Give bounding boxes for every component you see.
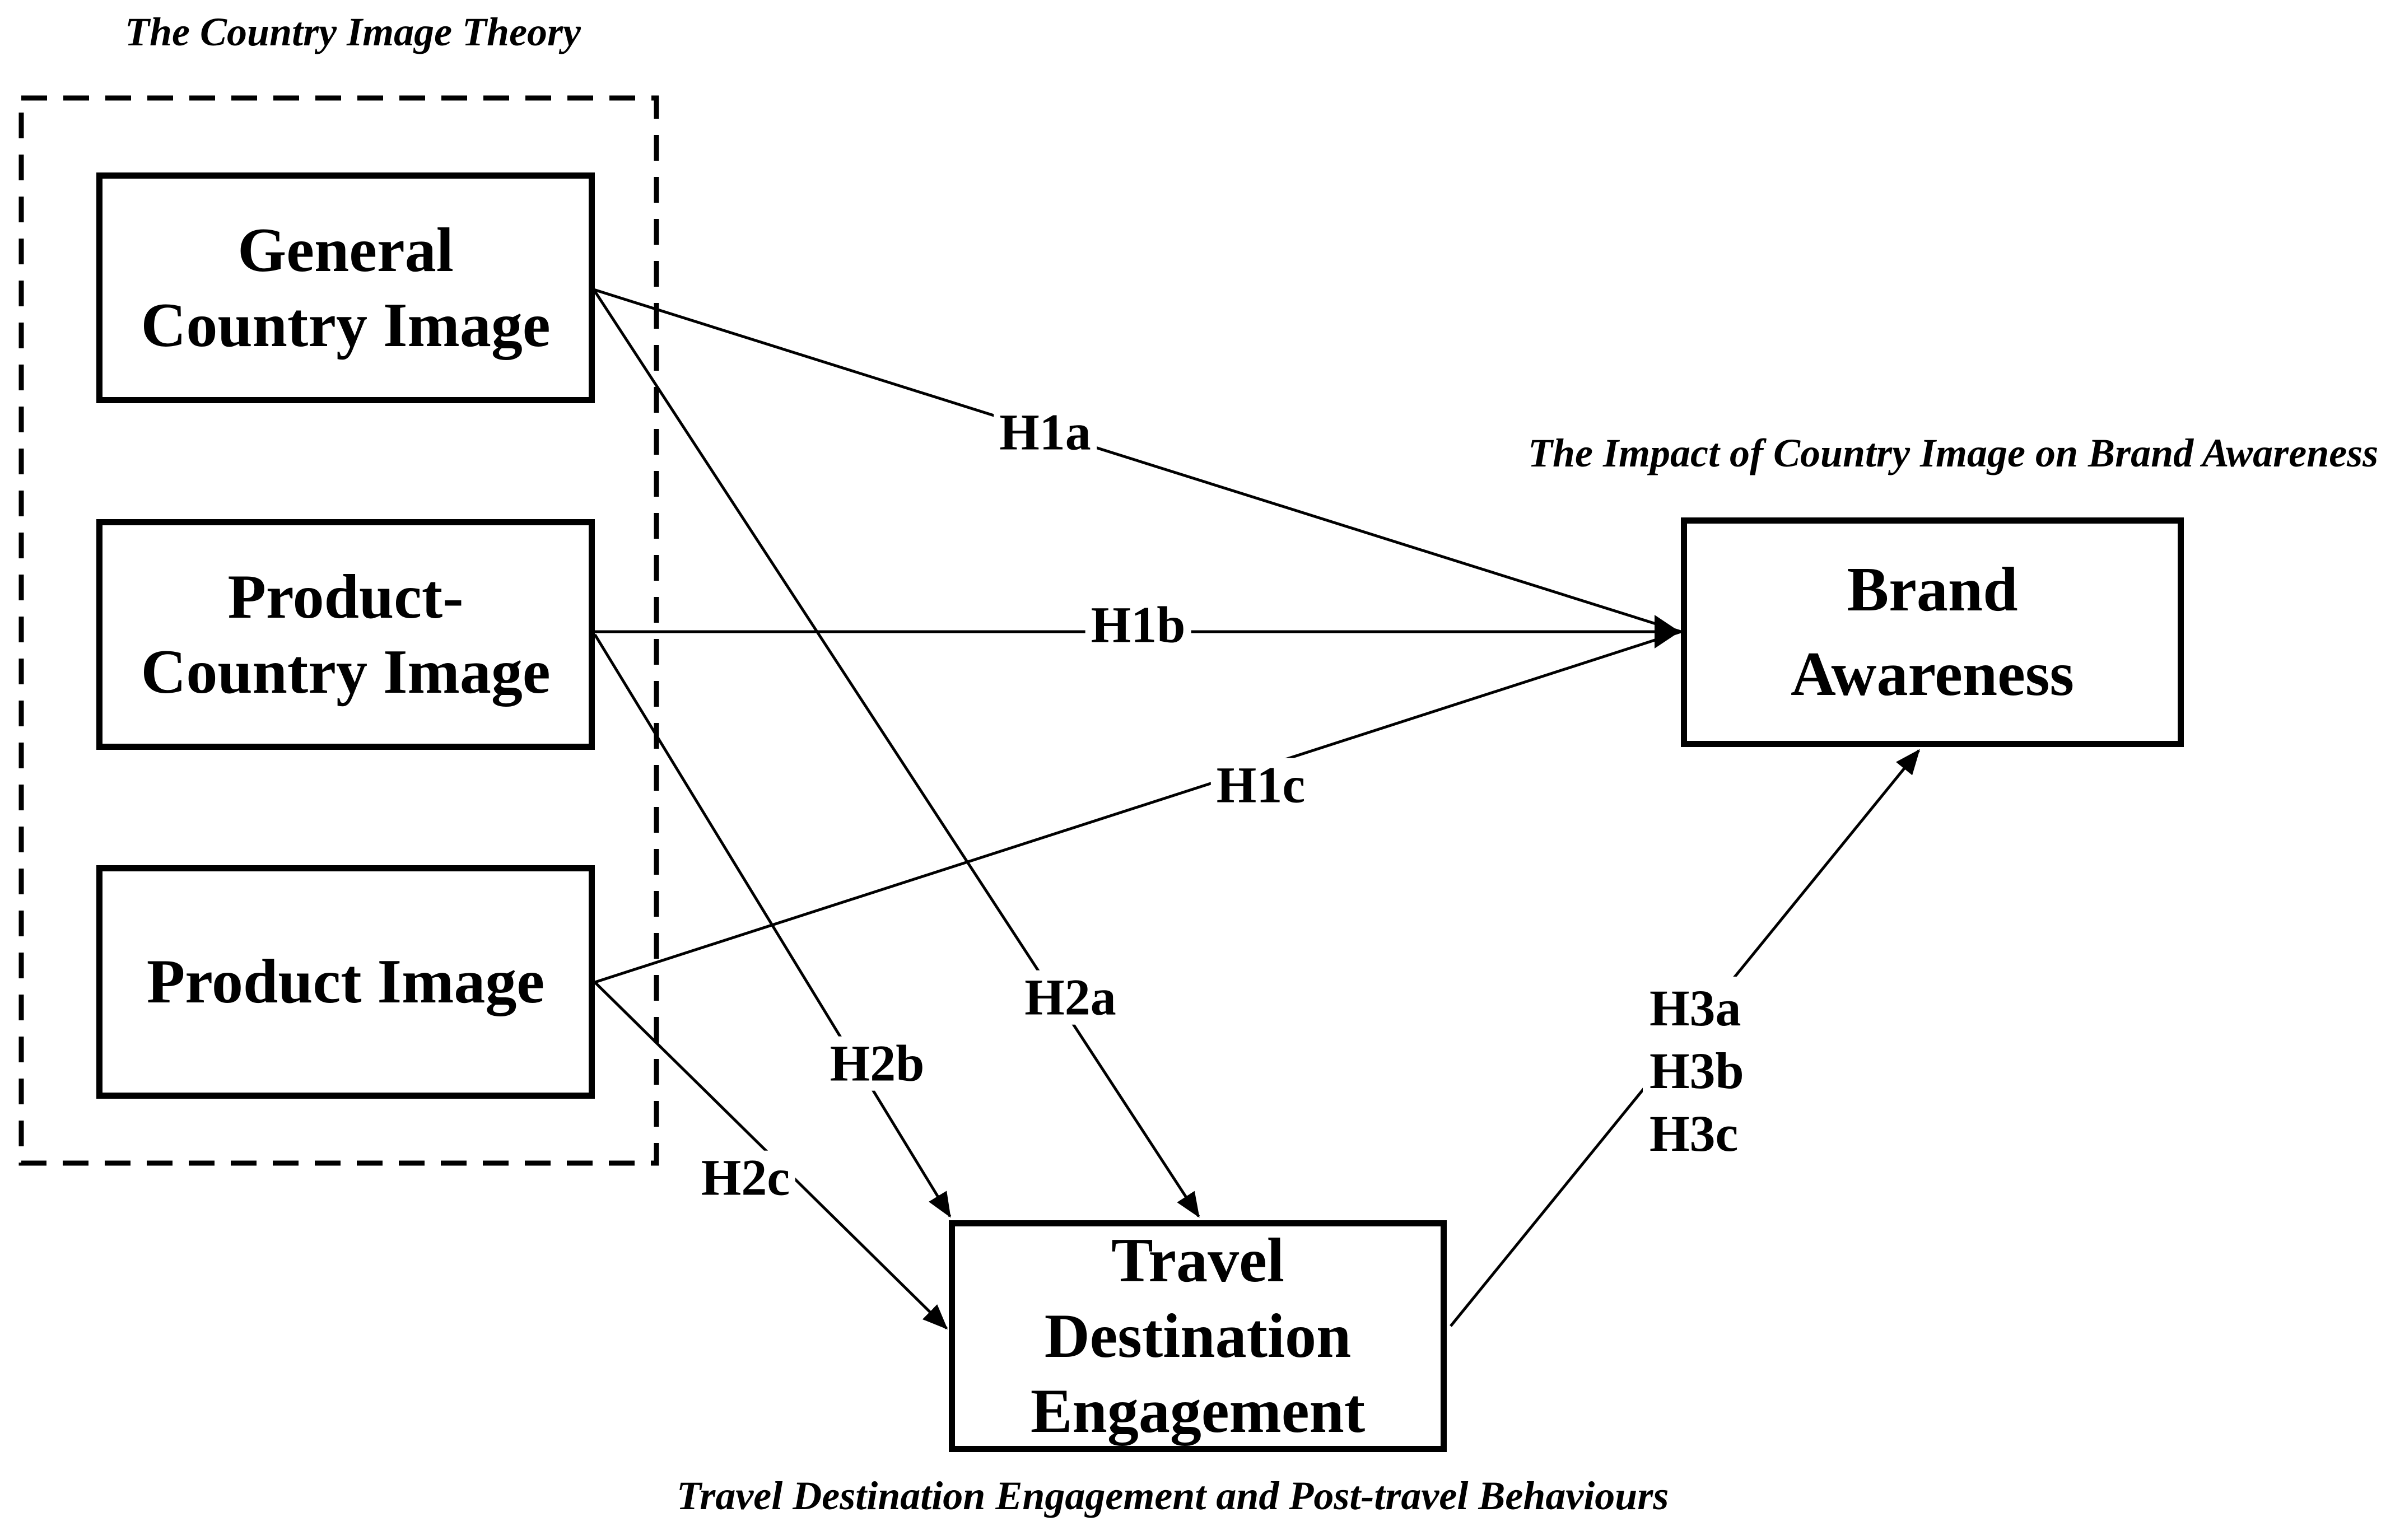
box-product-country-image-line2: Country Image [141,637,551,707]
box-brand-awareness: Brand Awareness [1681,517,2184,747]
box-general-country-image-line1: General [237,215,454,285]
box-brand-awareness-line1: Brand [1847,554,2018,624]
country-image-theory-dashed-group-border [18,95,659,1166]
box-brand-awareness-line2: Awareness [1790,640,2075,709]
box-general-country-image: General Country Image [96,172,595,403]
caption-impact-on-brand-awareness: The Impact of Country Image on Brand Awa… [1528,431,2379,475]
arrow-h2a [592,288,1200,1218]
box-travel-destination-engagement: Travel Destination Engagement [949,1220,1447,1452]
hypothesis-label-h3c: H3c [1650,1105,1739,1163]
hypothesis-label-h2c: H2c [695,1151,796,1205]
arrow-h2b [593,633,952,1218]
caption-country-image-theory: The Country Image Theory [125,10,581,54]
hypothesis-label-h1c: H1c [1210,758,1311,813]
box-product-country-image-line1: Product- [227,562,464,632]
arrow-h1c [594,630,1681,984]
box-product-country-image: Product- Country Image [96,519,595,750]
hypothesis-label-h3a: H3a [1650,979,1741,1037]
box-travel-destination-engagement-line1: Travel [1111,1226,1284,1296]
box-product-image: Product Image [96,865,595,1099]
box-travel-destination-engagement-line3: Engagement [1030,1376,1366,1446]
hypothesis-label-h1b: H1b [1085,598,1191,652]
hypothesis-label-h1a: H1a [994,405,1097,460]
hypothesis-label-h3b: H3b [1650,1042,1744,1100]
hypothesis-label-h2a: H2a [1019,970,1122,1025]
box-general-country-image-line2: Country Image [141,291,551,360]
box-product-image-line1: Product Image [146,947,545,1017]
hypothesis-label-h3-group: H3a H3b H3c [1643,977,1751,1165]
arrow-h1a [593,288,1681,633]
box-travel-destination-engagement-line2: Destination [1044,1301,1352,1371]
caption-post-travel-behaviours: Travel Destination Engagement and Post-t… [677,1473,1669,1518]
hypothesis-label-h2b: H2b [824,1037,930,1091]
